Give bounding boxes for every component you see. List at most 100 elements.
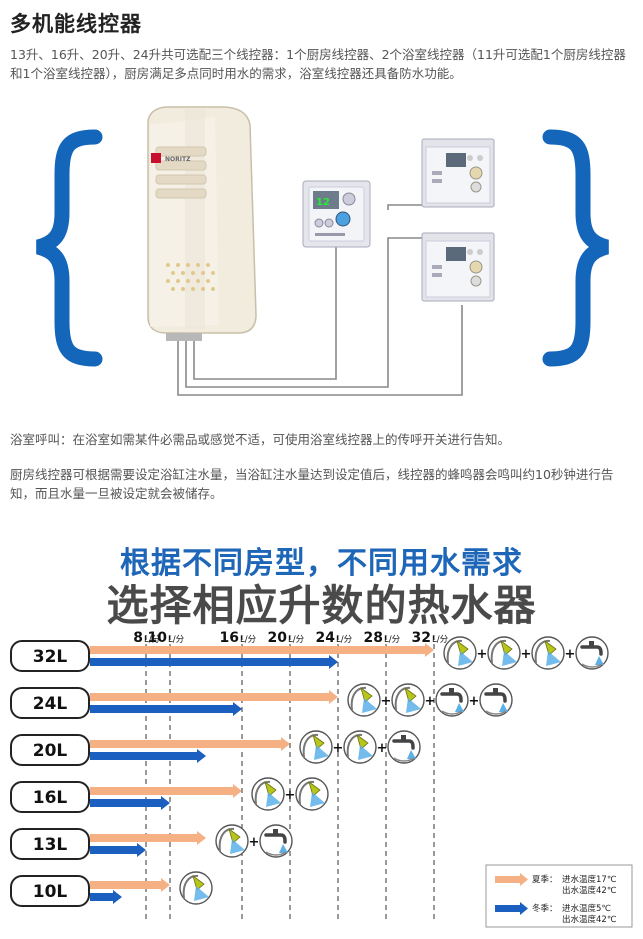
water-spray — [502, 651, 517, 666]
shower-pipe — [254, 780, 271, 805]
faucet-handle — [493, 688, 498, 694]
tick-label: 10 — [148, 630, 168, 646]
tick-unit: L/分 — [432, 635, 449, 645]
faucet-water — [407, 750, 416, 759]
faucet-water — [455, 703, 464, 712]
plus-sign: + — [521, 647, 532, 662]
faucet-icon — [479, 683, 513, 717]
intro-paragraph: 13升、16升、20升、24升共可选配三个线控器：1个厨房线控器、2个浴室线控器… — [10, 47, 626, 81]
capacity-label-box — [10, 828, 90, 860]
tick-label: 24 — [316, 630, 336, 646]
capacity-label: 13L — [33, 835, 68, 855]
faucet-water — [279, 844, 288, 853]
shower-pipe — [446, 639, 463, 664]
capacity-label: 20L — [33, 741, 68, 761]
shower-icon — [299, 730, 333, 764]
basin-line — [485, 710, 507, 715]
bathroom-controller-2 — [421, 232, 495, 302]
headline-primary: 根据不同房型，不同用水需求 — [120, 546, 523, 581]
shower-icon — [443, 636, 477, 670]
water-spray — [314, 745, 329, 760]
winter-flow-bar — [90, 843, 146, 857]
shower-pipe — [394, 686, 411, 711]
shower-icon — [531, 636, 565, 670]
faucet-icon — [575, 636, 609, 670]
left-brace-icon — [35, 129, 103, 367]
basin-line — [393, 757, 415, 762]
headline-secondary: 选择相应升数的热水器 — [106, 581, 537, 630]
shower-head — [356, 733, 369, 750]
legend-inlet-temp: 进水温度17℃ — [562, 874, 617, 885]
shower-pipe — [534, 639, 551, 664]
legend-outlet-temp: 出水温度42℃ — [562, 914, 617, 925]
kitchen-controller: 12 — [302, 180, 371, 248]
plus-sign: + — [565, 647, 576, 662]
capacity-label-box — [10, 734, 90, 766]
summer-flow-bar — [90, 690, 338, 704]
tick-unit: L/分 — [168, 635, 185, 645]
water-spray — [230, 839, 245, 854]
tick-unit: L/分 — [240, 635, 257, 645]
shower-head — [360, 686, 373, 703]
faucet-spout — [264, 833, 287, 844]
summer-flow-bar — [90, 643, 434, 657]
tick-unit: L/分 — [144, 635, 161, 645]
tick-label: 8 — [133, 630, 143, 646]
shower-pipe — [350, 686, 367, 711]
shower-pipe — [298, 780, 315, 805]
shower-icon — [391, 683, 425, 717]
plus-sign: + — [381, 694, 392, 709]
plus-sign: + — [285, 788, 296, 803]
wiring — [177, 203, 463, 396]
plus-sign: + — [425, 694, 436, 709]
tick-label: 20 — [268, 630, 288, 646]
tick-unit: L/分 — [288, 635, 305, 645]
water-spray — [266, 792, 281, 807]
winter-flow-bar — [90, 702, 242, 716]
tick-label: 16 — [220, 630, 239, 646]
summer-flow-bar — [90, 784, 242, 798]
shower-icon — [487, 636, 521, 670]
capacity-label: 10L — [33, 882, 68, 902]
shower-pipe — [218, 827, 235, 852]
plus-sign: + — [477, 647, 488, 662]
faucet-spout — [580, 645, 603, 656]
basin-line — [441, 710, 463, 715]
faucet-handle — [589, 641, 594, 647]
svg-text:12: 12 — [316, 197, 330, 208]
plus-sign: + — [249, 835, 260, 850]
tick-unit: L/分 — [336, 635, 353, 645]
plus-sign: + — [333, 741, 344, 756]
capacity-label: 16L — [33, 788, 68, 808]
shower-pipe — [490, 639, 507, 664]
shower-icon — [215, 824, 249, 858]
water-spray — [310, 792, 325, 807]
shower-pipe — [182, 874, 199, 899]
faucet-spout — [440, 692, 463, 703]
right-brace-icon — [542, 129, 610, 367]
capacity-label-box — [10, 875, 90, 907]
summer-flow-bar — [90, 831, 206, 845]
faucet-icon — [435, 683, 469, 717]
faucet-water — [499, 703, 508, 712]
shower-pipe — [346, 733, 363, 758]
shower-head — [312, 733, 325, 750]
water-heater-unit: NORITZ — [147, 106, 257, 341]
winter-flow-bar — [90, 890, 122, 904]
winter-flow-bar — [90, 796, 170, 810]
tick-label: 32 — [412, 630, 431, 646]
bath-call-paragraph: 浴室呼叫：在浴室如需某件必需品或感觉不适，可使用浴室线控器上的传呼开关进行告知。 — [10, 432, 511, 447]
faucet-handle — [273, 829, 278, 835]
shower-icon — [295, 777, 329, 811]
water-spray — [546, 651, 561, 666]
plus-sign: + — [469, 694, 480, 709]
shower-head — [228, 827, 241, 844]
bathroom-controller-1 — [421, 138, 495, 208]
water-spray — [194, 886, 209, 901]
summer-flow-bar — [90, 878, 170, 892]
summer-flow-bar — [90, 737, 290, 751]
capacity-label-box — [10, 640, 90, 672]
legend-summer-swatch — [495, 873, 528, 886]
